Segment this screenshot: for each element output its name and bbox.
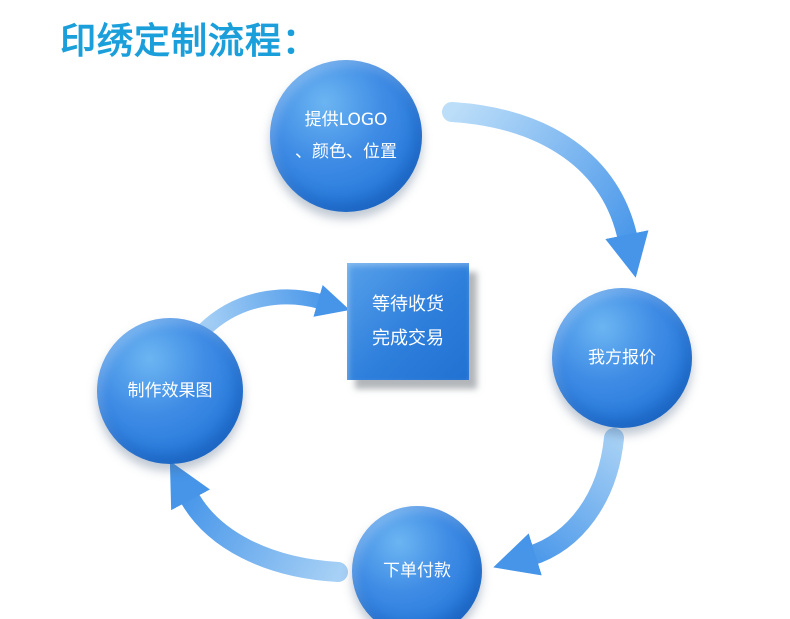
page-title: 印绣定制流程： <box>60 21 320 62</box>
node-our-quote: 我方报价 <box>552 288 692 428</box>
node-provide-logo: 提供LOGO 、颜色、位置 <box>270 60 422 212</box>
node-our-quote-label: 我方报价 <box>588 348 656 368</box>
node-wait-receive: 等待收货 完成交易 <box>347 263 469 380</box>
node-make-mockup-label: 制作效果图 <box>127 381 213 401</box>
arrow-left-to-center <box>196 285 350 338</box>
arrow-right-to-bottom <box>493 428 624 576</box>
arrow-top-to-right <box>442 102 649 278</box>
node-make-mockup: 制作效果图 <box>97 318 243 464</box>
node-order-pay: 下单付款 <box>352 506 482 619</box>
node-wait-receive-line2: 完成交易 <box>372 327 444 349</box>
node-provide-logo-line2: 、颜色、位置 <box>295 142 397 162</box>
node-wait-receive-line1: 等待收货 <box>372 293 444 315</box>
node-order-pay-label: 下单付款 <box>383 561 451 581</box>
node-provide-logo-line1: 提供LOGO <box>304 110 388 130</box>
arrow-bottom-to-left <box>169 461 348 582</box>
